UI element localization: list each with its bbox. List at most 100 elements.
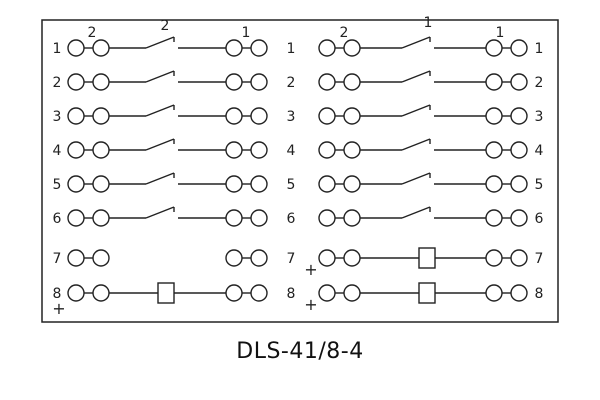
terminal-number-mid: 1 bbox=[287, 41, 296, 57]
terminal-circle bbox=[92, 141, 110, 159]
terminal-circle bbox=[92, 284, 110, 302]
terminal-circle bbox=[225, 107, 243, 125]
terminal-circle bbox=[250, 73, 268, 91]
polarity-plus: + bbox=[304, 295, 317, 314]
terminal-number-right: 8 bbox=[535, 286, 544, 302]
terminal-circle bbox=[510, 107, 528, 125]
terminal-number-left: 1 bbox=[53, 41, 62, 57]
terminal-number-left: 2 bbox=[53, 75, 62, 91]
terminal-circle bbox=[67, 175, 85, 193]
terminal-number-mid: 2 bbox=[287, 75, 296, 91]
polarity-plus: + bbox=[52, 299, 65, 318]
diagram-frame bbox=[41, 19, 559, 323]
terminal-circle bbox=[250, 175, 268, 193]
terminal-circle bbox=[225, 39, 243, 57]
switch-blade bbox=[145, 206, 175, 219]
switch-blade bbox=[145, 36, 175, 49]
terminal-number-right: 1 bbox=[535, 41, 544, 57]
switch-blade bbox=[401, 104, 431, 117]
terminal-number-left: 8 bbox=[53, 286, 62, 302]
switch-blade bbox=[401, 206, 431, 219]
terminal-number-right: 4 bbox=[535, 143, 544, 159]
terminal-number-right: 5 bbox=[535, 177, 544, 193]
terminal-circle bbox=[67, 209, 85, 227]
terminal-number-left: 6 bbox=[53, 211, 62, 227]
terminal-number-mid: 5 bbox=[287, 177, 296, 193]
terminal-circle bbox=[92, 73, 110, 91]
terminal-circle bbox=[318, 107, 336, 125]
terminal-circle bbox=[318, 175, 336, 193]
terminal-circle bbox=[343, 175, 361, 193]
terminal-circle bbox=[250, 107, 268, 125]
terminal-circle bbox=[510, 175, 528, 193]
terminal-number-mid: 3 bbox=[287, 109, 296, 125]
terminal-circle bbox=[225, 209, 243, 227]
contact-label: 1 bbox=[242, 25, 251, 41]
contact-label: 1 bbox=[496, 25, 505, 41]
switch-blade bbox=[145, 172, 175, 185]
terminal-circle bbox=[343, 141, 361, 159]
terminal-number-right: 6 bbox=[535, 211, 544, 227]
terminal-circle bbox=[92, 249, 110, 267]
terminal-circle bbox=[225, 284, 243, 302]
terminal-circle bbox=[510, 209, 528, 227]
terminal-circle bbox=[343, 73, 361, 91]
terminal-circle bbox=[67, 141, 85, 159]
terminal-circle bbox=[250, 209, 268, 227]
terminal-circle bbox=[510, 39, 528, 57]
terminal-number-left: 7 bbox=[53, 251, 62, 267]
terminal-circle bbox=[485, 284, 503, 302]
terminal-circle bbox=[343, 107, 361, 125]
terminal-circle bbox=[318, 73, 336, 91]
terminal-circle bbox=[67, 284, 85, 302]
terminal-circle bbox=[67, 39, 85, 57]
switch-blade bbox=[401, 172, 431, 185]
polarity-plus: + bbox=[304, 260, 317, 279]
terminal-circle bbox=[225, 141, 243, 159]
terminal-circle bbox=[343, 209, 361, 227]
terminal-circle bbox=[92, 107, 110, 125]
terminal-circle bbox=[318, 249, 336, 267]
terminal-number-right: 3 bbox=[535, 109, 544, 125]
switch-blade bbox=[145, 70, 175, 83]
terminal-number-mid: 6 bbox=[287, 211, 296, 227]
terminal-circle bbox=[250, 39, 268, 57]
terminal-circle bbox=[67, 249, 85, 267]
switch-blade bbox=[145, 138, 175, 151]
contact-label: 2 bbox=[88, 25, 97, 41]
terminal-circle bbox=[485, 39, 503, 57]
coil-box bbox=[418, 282, 436, 304]
terminal-circle bbox=[485, 209, 503, 227]
coil-box bbox=[418, 247, 436, 269]
terminal-circle bbox=[318, 141, 336, 159]
terminal-circle bbox=[510, 284, 528, 302]
terminal-circle bbox=[485, 175, 503, 193]
terminal-circle bbox=[510, 73, 528, 91]
terminal-circle bbox=[92, 175, 110, 193]
terminal-circle bbox=[343, 284, 361, 302]
terminal-circle bbox=[225, 175, 243, 193]
terminal-number-mid: 8 bbox=[287, 286, 296, 302]
terminal-number-mid: 4 bbox=[287, 143, 296, 159]
coil-box bbox=[157, 282, 175, 304]
terminal-number-mid: 7 bbox=[287, 251, 296, 267]
terminal-circle bbox=[485, 73, 503, 91]
terminal-circle bbox=[250, 284, 268, 302]
contact-label: 2 bbox=[340, 25, 349, 41]
switch-blade bbox=[401, 138, 431, 151]
terminal-number-right: 7 bbox=[535, 251, 544, 267]
terminal-circle bbox=[318, 209, 336, 227]
switch-blade bbox=[145, 104, 175, 117]
switch-blade bbox=[401, 70, 431, 83]
terminal-circle bbox=[67, 107, 85, 125]
terminal-number-left: 4 bbox=[53, 143, 62, 159]
terminal-circle bbox=[318, 284, 336, 302]
terminal-number-left: 5 bbox=[53, 177, 62, 193]
terminal-circle bbox=[510, 141, 528, 159]
terminal-number-left: 3 bbox=[53, 109, 62, 125]
terminal-number-right: 2 bbox=[535, 75, 544, 91]
contact-label: 1 bbox=[424, 15, 433, 31]
